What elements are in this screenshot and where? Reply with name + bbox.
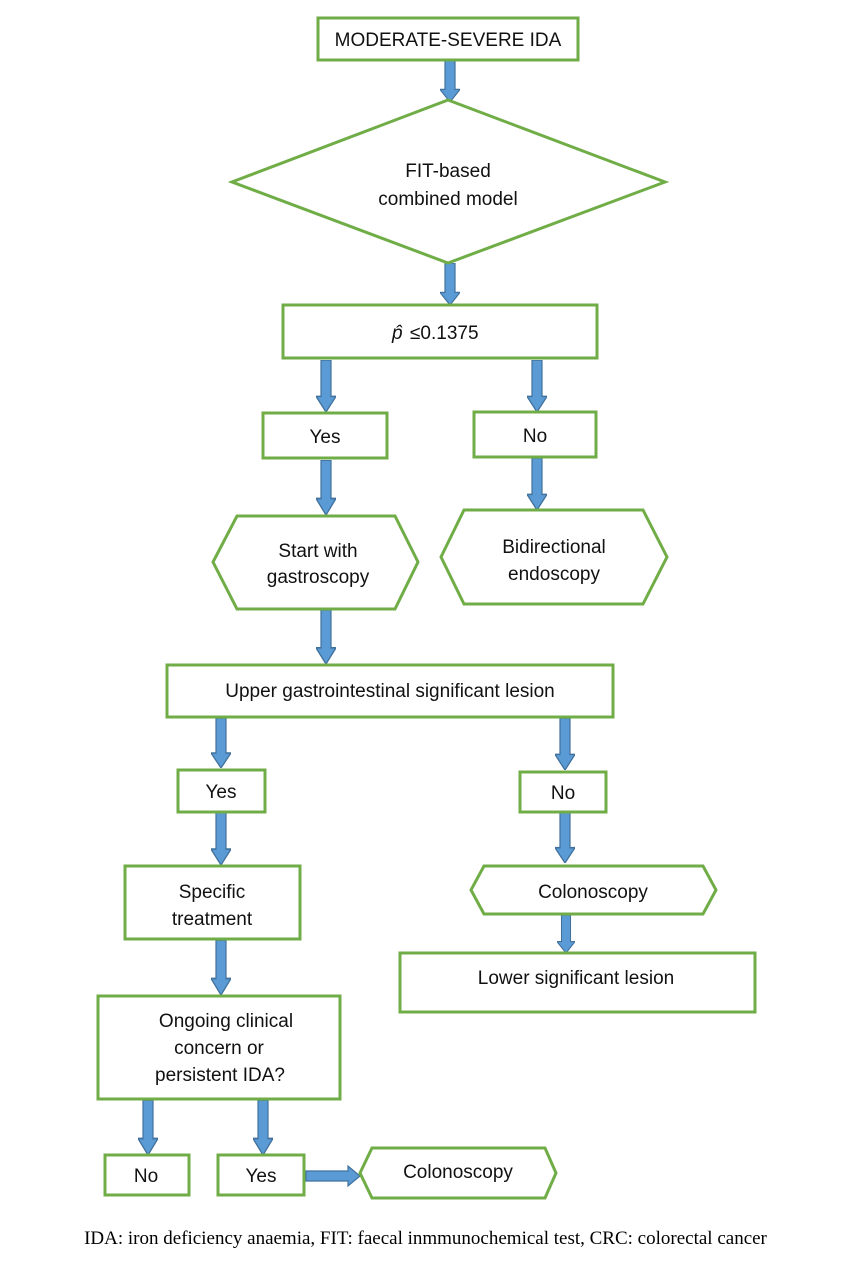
node-model-label-line1: FIT-based — [405, 161, 491, 182]
node-bidirectional-line1: Bidirectional — [502, 537, 606, 558]
arrow-upper-to-no — [555, 718, 575, 770]
node-model-decision: FIT-based combined model — [227, 98, 670, 265]
node-yes-1: Yes — [261, 411, 389, 460]
arrow-yes-to-colonoscopy — [305, 1164, 361, 1188]
arrow-model-to-threshold — [440, 263, 460, 305]
node-no-2-label: No — [551, 783, 575, 804]
node-model-label-line2: combined model — [378, 189, 517, 210]
node-no-1-label: No — [523, 426, 547, 447]
node-upper-lesion-label: Upper gastrointestinal significant lesio… — [225, 681, 555, 702]
node-concern-question: Ongoing clinical concern or persistent I… — [96, 994, 342, 1101]
node-gastroscopy: Start with gastroscopy — [211, 514, 420, 611]
node-colonoscopy-1-label: Colonoscopy — [538, 882, 648, 903]
arrow-start-to-model — [440, 60, 460, 102]
node-gastroscopy-line2: gastroscopy — [267, 567, 370, 588]
node-threshold: p̂ ≤0.1375 — [281, 303, 599, 360]
node-yes-2: Yes — [176, 768, 267, 814]
figure-caption: IDA: iron deficiency anaemia, FIT: faeca… — [84, 1228, 767, 1249]
node-no-3: No — [103, 1153, 191, 1197]
node-colonoscopy-2-label: Colonoscopy — [403, 1162, 513, 1183]
node-start-label: MODERATE-SEVERE IDA — [335, 30, 562, 51]
arrow-no-to-bidirectional — [527, 458, 547, 510]
node-colonoscopy-2: Colonoscopy — [358, 1146, 558, 1200]
threshold-value: ≤0.1375 — [410, 323, 479, 344]
arrow-yes-to-gastroscopy — [316, 460, 336, 515]
node-gastroscopy-line1: Start with — [278, 541, 357, 562]
node-colonoscopy-1: Colonoscopy — [469, 864, 718, 916]
arrow-threshold-to-yes — [316, 360, 336, 412]
arrow-upper-to-yes — [211, 718, 231, 768]
node-bidirectional: Bidirectional endoscopy — [439, 508, 669, 606]
arrow-threshold-to-no — [527, 360, 547, 412]
arrow-colonoscopy-to-lower — [557, 915, 575, 953]
node-yes-1-label: Yes — [310, 427, 341, 448]
node-lower-lesion-label: Lower significant lesion — [478, 968, 674, 989]
node-concern-line3: persistent IDA? — [155, 1065, 285, 1086]
node-no-2: No — [518, 770, 608, 814]
node-treatment-line2: treatment — [172, 909, 253, 930]
node-yes-3: Yes — [216, 1153, 306, 1197]
arrow-treatment-to-concern — [211, 940, 231, 995]
node-no-1: No — [472, 410, 598, 459]
arrow-concern-to-no — [138, 1100, 158, 1155]
node-yes-3-label: Yes — [246, 1166, 277, 1187]
node-yes-2-label: Yes — [206, 782, 237, 803]
node-start: MODERATE-SEVERE IDA — [316, 16, 580, 62]
arrow-yes-to-treatment — [211, 812, 231, 865]
threshold-symbol: p̂ — [391, 323, 403, 344]
node-upper-lesion: Upper gastrointestinal significant lesio… — [165, 663, 615, 719]
arrow-concern-to-yes — [253, 1100, 273, 1155]
connector-arrows — [138, 60, 575, 1188]
arrow-no-to-colonoscopy — [555, 812, 575, 863]
node-concern-line2: concern or — [174, 1038, 264, 1059]
node-no-3-label: No — [134, 1166, 158, 1187]
node-treatment-line1: Specific — [179, 882, 246, 903]
arrow-gastroscopy-to-upper — [316, 610, 336, 664]
node-concern-line1: Ongoing clinical — [159, 1011, 293, 1032]
node-specific-treatment: Specific treatment — [123, 864, 302, 941]
node-lower-lesion: Lower significant lesion — [398, 951, 757, 1014]
node-bidirectional-line2: endoscopy — [508, 564, 600, 585]
